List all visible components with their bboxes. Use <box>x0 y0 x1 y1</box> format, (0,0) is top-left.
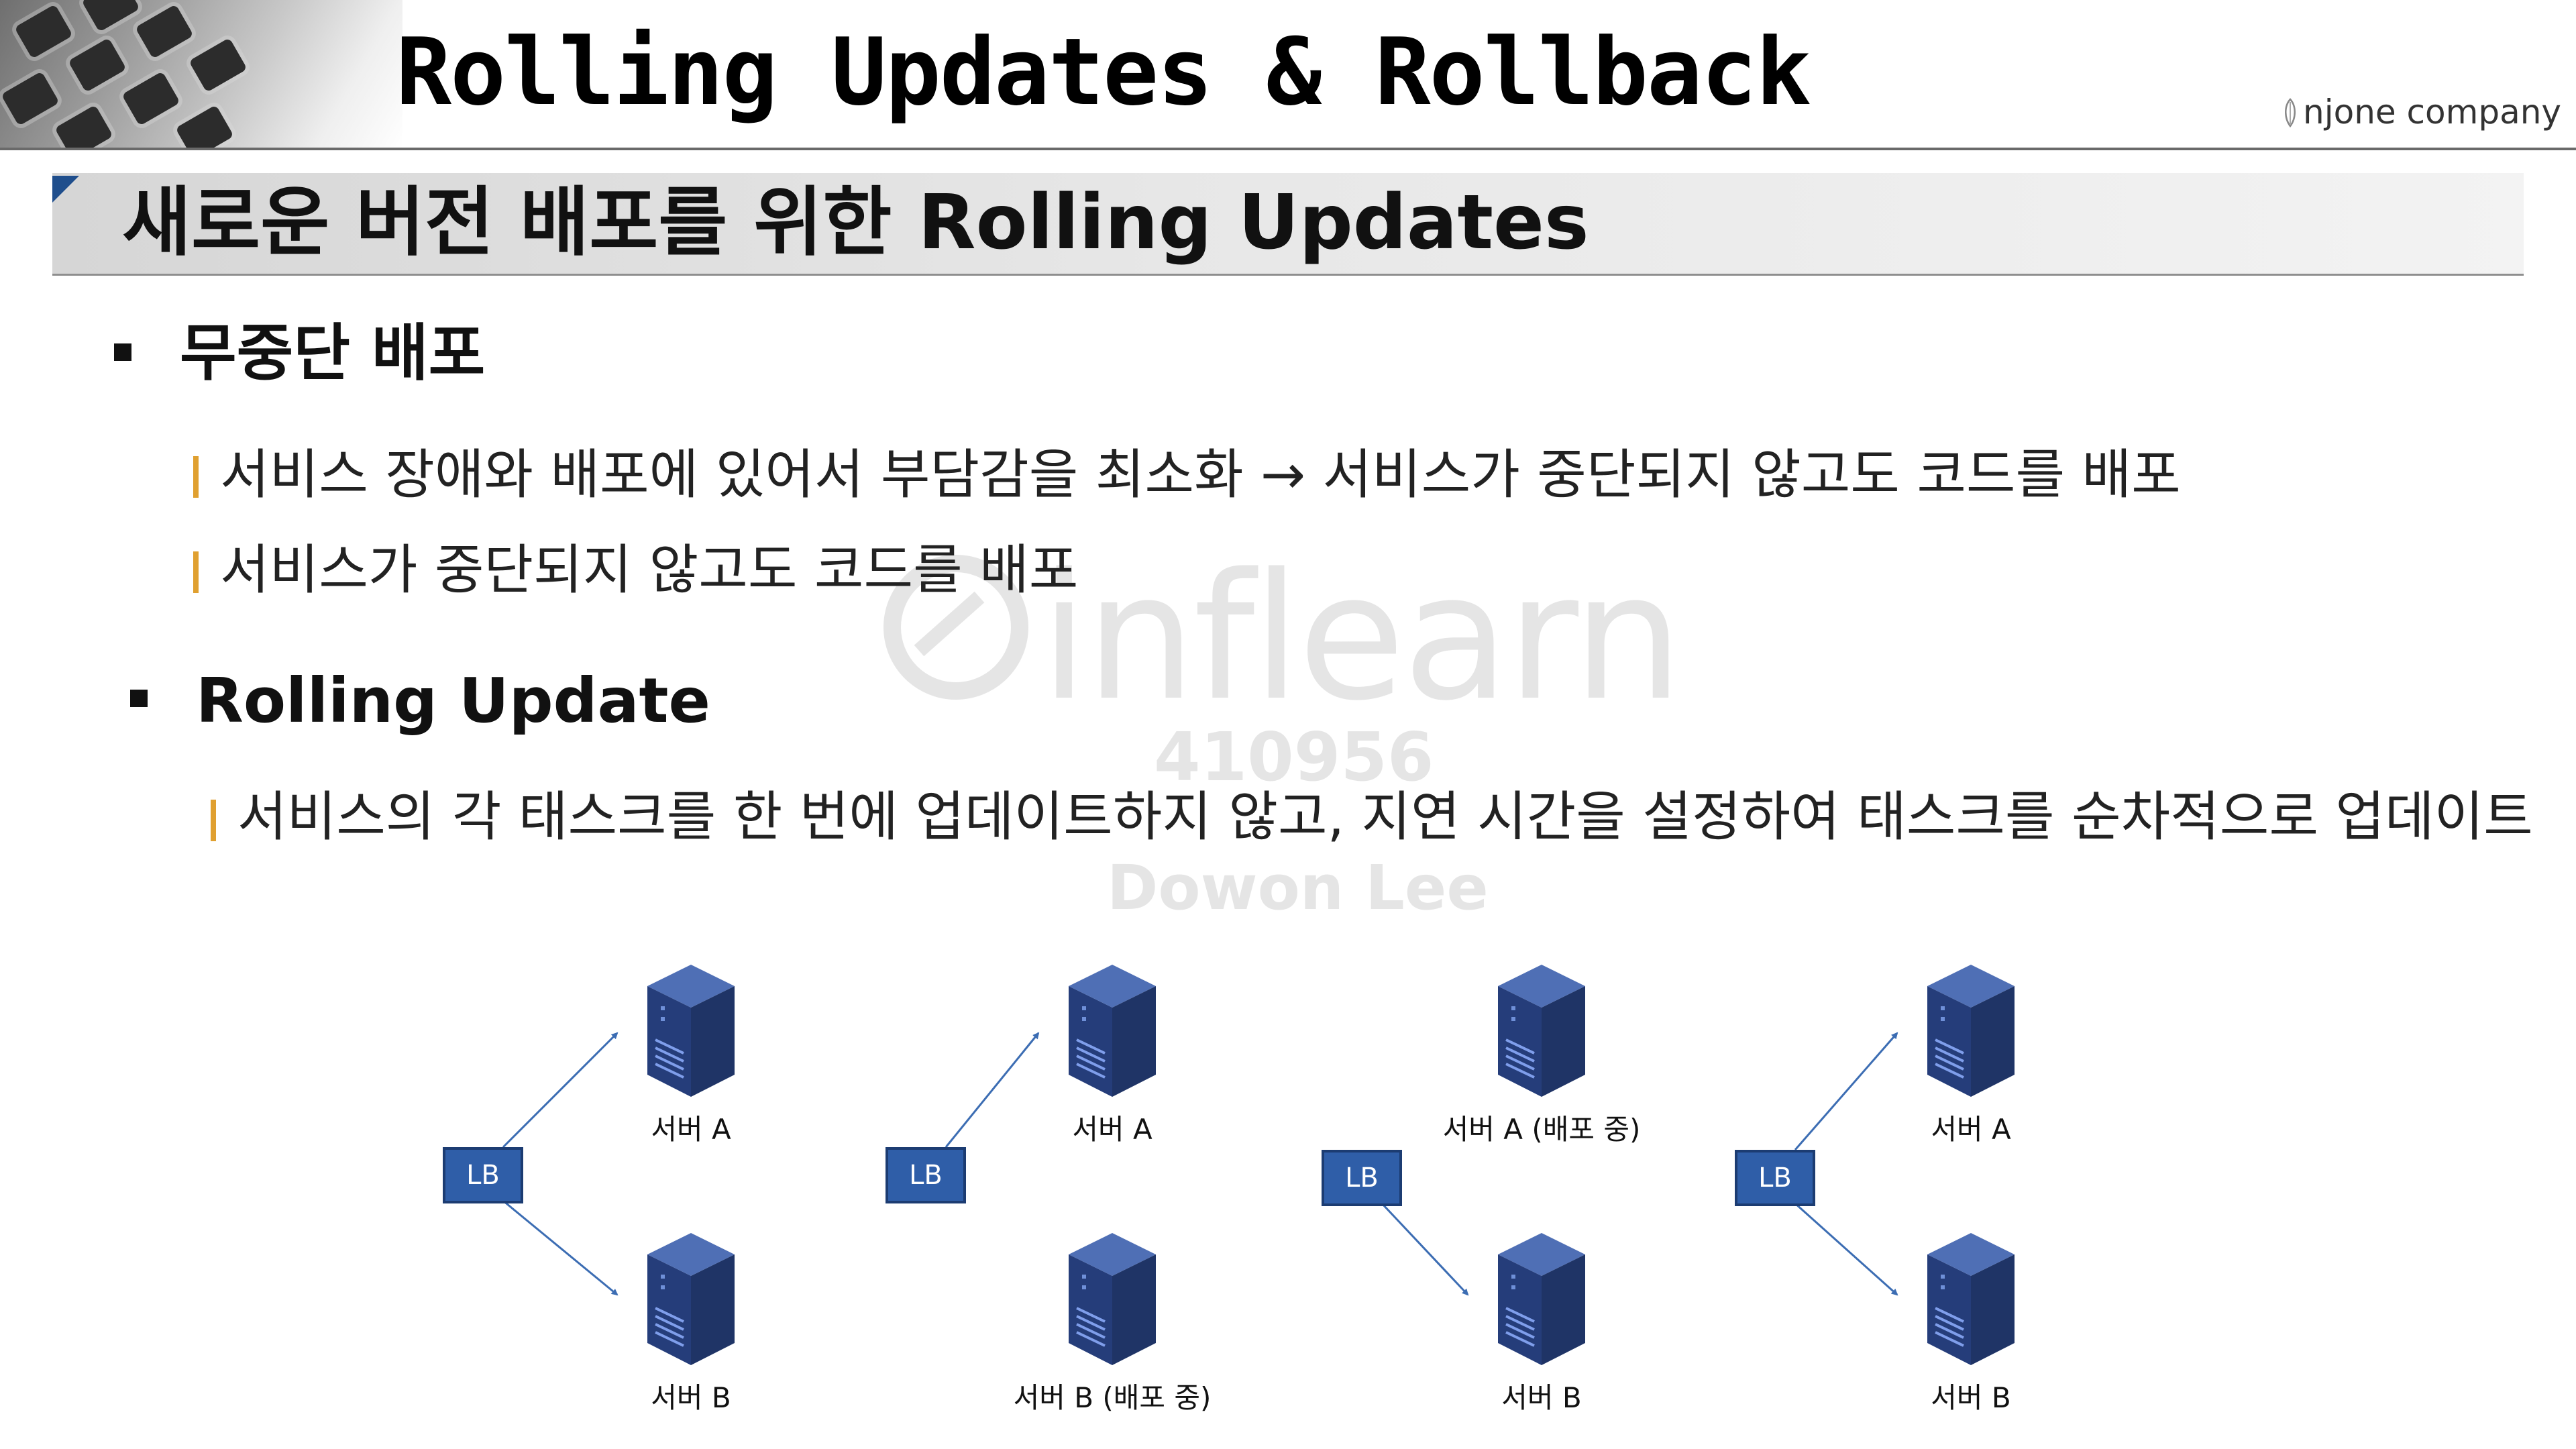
load-balancer-box: LB <box>1735 1150 1815 1206</box>
keyboard-photo <box>0 0 402 149</box>
slide-header <box>0 0 2576 149</box>
load-balancer-box: LB <box>1322 1150 1402 1206</box>
watermark-id: 410956 <box>1154 718 1434 796</box>
arrow-to-server-b <box>1381 1202 1469 1296</box>
server-a-icon <box>1069 965 1156 1097</box>
server-b-label: 서버 B (배포 중) <box>1013 1381 1212 1414</box>
load-balancer-box: LB <box>443 1147 523 1203</box>
brand-leaf-icon <box>2285 98 2296 127</box>
sub-bullet-bar <box>193 551 199 593</box>
server-b-icon <box>647 1233 735 1365</box>
sub-bullet-text: 서비스가 중단되지 않고도 코드를 배포 <box>220 539 1079 601</box>
arrow-to-server-b <box>1794 1202 1898 1296</box>
server-b-icon <box>1498 1233 1585 1365</box>
sub-bullet-text: 서비스 장애와 배포에 있어서 부담감을 최소화 → 서비스가 중단되지 않고도… <box>220 443 2181 506</box>
watermark-logo-text: inflearn <box>1040 537 1683 739</box>
brand-logo: njone company <box>2282 93 2561 131</box>
server-b-label: 서버 B <box>1501 1381 1582 1414</box>
server-a-label: 서버 A <box>651 1113 731 1146</box>
server-a-icon <box>1927 965 2015 1097</box>
bullet-title-rolling-update: Rolling Update <box>196 665 710 737</box>
header-divider <box>0 148 2576 150</box>
server-a-label: 서버 A <box>1931 1113 2011 1146</box>
bullet-square <box>114 343 131 361</box>
server-a-icon <box>647 965 735 1097</box>
sub-bullet-bar <box>193 456 199 498</box>
server-b-icon <box>1927 1233 2015 1365</box>
server-a-label: 서버 A (배포 중) <box>1442 1113 1641 1146</box>
slide-title: Rolling Updates & Rollback <box>396 18 1811 126</box>
arrow-to-server-a <box>502 1032 619 1148</box>
bullet-square <box>130 690 148 707</box>
arrow-to-server-a <box>945 1032 1040 1148</box>
section-corner-accent <box>52 176 79 203</box>
load-balancer-box: LB <box>885 1147 966 1203</box>
brand-name: njone company <box>2303 93 2561 131</box>
server-b-label: 서버 B <box>651 1381 731 1414</box>
bullet-title-zero-downtime: 무중단 배포 <box>180 317 486 389</box>
server-a-icon <box>1498 965 1585 1097</box>
server-b-icon <box>1069 1233 1156 1365</box>
sub-bullet-bar <box>211 800 216 841</box>
arrow-to-server-b <box>502 1199 619 1296</box>
server-b-label: 서버 B <box>1931 1381 2011 1414</box>
arrow-to-server-a <box>1794 1032 1898 1150</box>
section-bar <box>52 173 2524 276</box>
sub-bullet-text: 서비스의 각 태스크를 한 번에 업데이트하지 않고, 지연 시간을 설정하여 … <box>237 786 2533 848</box>
section-title: 새로운 버전 배포를 위한 Rolling Updates <box>122 179 1589 266</box>
inflearn-logo-icon <box>883 555 1028 700</box>
watermark-name: Dowon Lee <box>1107 852 1489 924</box>
server-a-label: 서버 A <box>1072 1113 1152 1146</box>
